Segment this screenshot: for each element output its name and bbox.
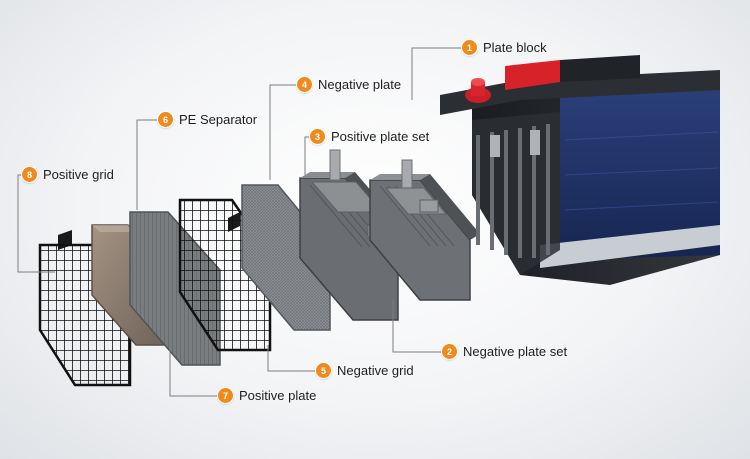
callout-pe-separator: 6 PE Separator	[158, 112, 257, 127]
leader-line-5	[267, 345, 316, 372]
callout-number-badge: 7	[218, 388, 233, 403]
callout-label: Plate block	[483, 40, 547, 55]
callout-plate-block: 1 Plate block	[462, 40, 547, 55]
leader-line-1	[411, 47, 462, 100]
callout-number-badge: 1	[462, 40, 477, 55]
callout-positive-plate-set: 3 Positive plate set	[310, 129, 429, 144]
battery-block-graphic	[440, 55, 720, 285]
callout-label: Positive plate	[239, 388, 317, 403]
callout-positive-plate: 7 Positive plate	[218, 388, 316, 403]
callout-number-badge: 6	[158, 112, 173, 127]
callout-negative-plate-set: 2 Negative plate set	[442, 344, 567, 359]
callout-label: Negative grid	[337, 363, 414, 378]
callout-label: Negative plate set	[463, 344, 568, 359]
callout-negative-plate: 4 Negative plate	[297, 77, 401, 92]
callout-label: PE Separator	[179, 112, 258, 127]
callout-label: Positive plate set	[331, 129, 430, 144]
callout-number-badge: 4	[297, 77, 312, 92]
callout-label: Positive grid	[43, 167, 114, 182]
leader-line-2	[392, 300, 442, 353]
callout-positive-grid: 8 Positive grid	[22, 167, 114, 182]
callout-label: Negative plate	[318, 77, 402, 92]
leader-line-6	[136, 119, 158, 210]
negative-plate-graphic	[241, 184, 331, 331]
callout-number-badge: 2	[442, 344, 457, 359]
callout-number-badge: 3	[310, 129, 325, 144]
leader-line-3	[304, 136, 310, 175]
callout-number-badge: 5	[316, 363, 331, 378]
leader-line-8	[17, 174, 55, 273]
leader-line-7	[169, 345, 218, 397]
callout-negative-grid: 5 Negative grid	[316, 363, 414, 378]
leader-lines	[17, 47, 462, 397]
leader-line-4	[269, 84, 297, 180]
negative-plate-set-graphic	[369, 159, 480, 301]
callout-number-badge: 8	[22, 167, 37, 182]
